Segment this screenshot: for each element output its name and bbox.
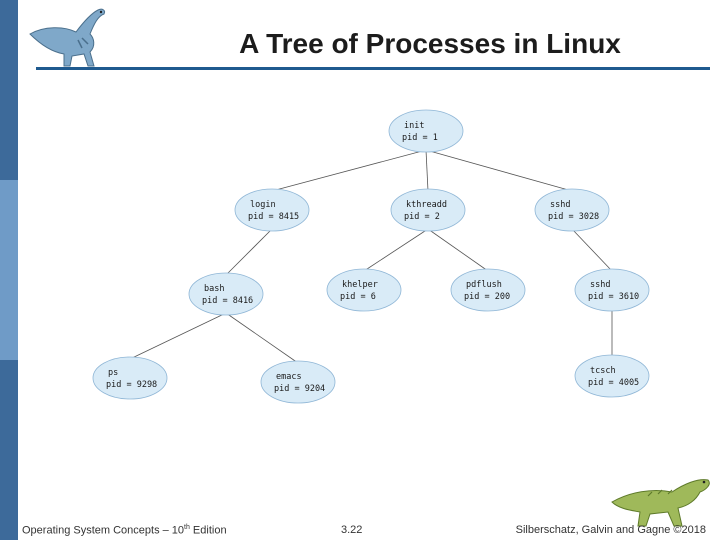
sidebar-band-top: [0, 0, 18, 180]
process-node: tcsch pid = 4005: [574, 354, 650, 398]
tree-edge: [425, 149, 429, 192]
process-node: login pid = 8415: [234, 188, 310, 232]
process-node-shape: [234, 188, 310, 232]
slide-sidebar: [0, 0, 18, 540]
tree-edge: [425, 149, 573, 192]
process-node: pdflush pid = 200: [450, 268, 526, 312]
sidebar-band-middle: [0, 180, 18, 360]
process-name: ps: [108, 368, 118, 378]
process-pid: pid = 9298: [106, 380, 157, 390]
process-node: kthreadd pid = 2: [390, 188, 466, 232]
process-name: tcsch: [590, 366, 616, 376]
process-name: bash: [204, 284, 224, 294]
process-pid: pid = 2: [404, 212, 440, 222]
process-node-shape: [574, 268, 650, 312]
process-name: sshd: [550, 200, 570, 210]
process-node: emacs pid = 9204: [260, 360, 336, 404]
process-name: login: [250, 200, 276, 210]
page-title: A Tree of Processes in Linux: [239, 28, 621, 59]
process-node: bash pid = 8416: [188, 272, 264, 316]
process-name: khelper: [342, 280, 378, 290]
title-underline: [36, 67, 710, 70]
process-node-shape: [390, 188, 466, 232]
tree-edge: [225, 228, 273, 276]
tree-edge: [571, 228, 613, 272]
process-node-shape: [450, 268, 526, 312]
process-node-shape: [188, 272, 264, 316]
process-node-shape: [574, 354, 650, 398]
process-pid: pid = 8416: [202, 296, 253, 306]
process-node: sshd pid = 3610: [574, 268, 650, 312]
process-node-shape: [326, 268, 402, 312]
tree-edge: [363, 228, 429, 272]
process-pid: pid = 1: [402, 133, 438, 143]
tree-edge: [129, 312, 227, 360]
process-pid: pid = 6: [340, 292, 376, 302]
process-pid: pid = 200: [464, 292, 510, 302]
process-pid: pid = 8415: [248, 212, 299, 222]
process-node: sshd pid = 3028: [534, 188, 610, 232]
process-pid: pid = 3028: [548, 212, 599, 222]
footer-authors: Silberschatz, Galvin and Gagne ©2018: [515, 524, 706, 536]
process-name: init: [404, 121, 424, 131]
tree-edge: [427, 228, 489, 272]
process-node-shape: [534, 188, 610, 232]
process-name: pdflush: [466, 280, 502, 290]
process-name: sshd: [590, 280, 610, 290]
process-node: init pid = 1: [388, 109, 464, 153]
sidebar-band-bottom: [0, 360, 18, 540]
tree-edge: [271, 149, 427, 192]
dinosaur-corner-icon: [611, 479, 710, 527]
process-pid: pid = 3610: [588, 292, 639, 302]
process-node: ps pid = 9298: [92, 356, 168, 400]
footer-book-title: Operating System Concepts – 10th Edition: [22, 524, 227, 537]
process-node: khelper pid = 6: [326, 268, 402, 312]
tree-edge: [225, 312, 299, 364]
process-pid: pid = 4005: [588, 378, 639, 388]
process-node-shape: [388, 109, 464, 153]
process-pid: pid = 9204: [274, 384, 325, 394]
process-name: emacs: [276, 372, 302, 382]
process-node-shape: [260, 360, 336, 404]
process-name: kthreadd: [406, 200, 447, 210]
process-node-shape: [92, 356, 168, 400]
footer-page-number: 3.22: [341, 524, 363, 536]
dinosaur-logo-icon: [29, 8, 105, 67]
